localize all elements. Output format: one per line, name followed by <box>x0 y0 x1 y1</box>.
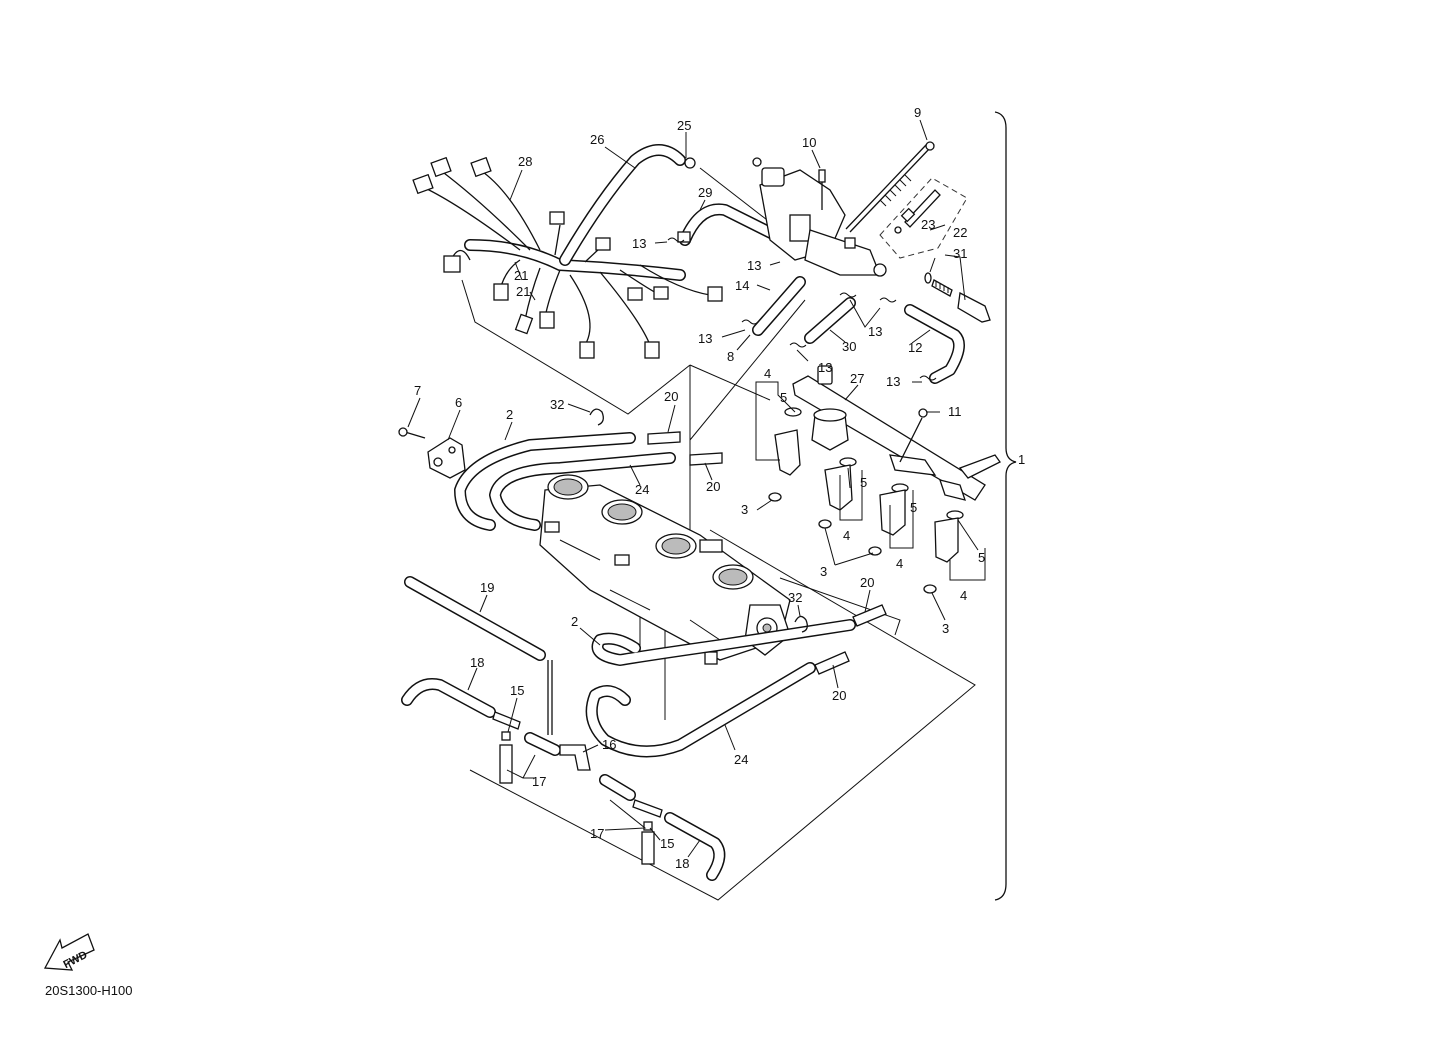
screw-9 <box>845 141 935 233</box>
callout-23: 23 <box>921 217 935 232</box>
callout-14: 14 <box>735 278 749 293</box>
callout-10: 10 <box>802 135 816 150</box>
leader-lines <box>407 119 986 858</box>
callout-5: 5 <box>860 475 867 490</box>
screw-23 <box>894 189 941 234</box>
callout-5: 5 <box>780 390 787 405</box>
callout-13: 13 <box>818 360 832 375</box>
callout-3: 3 <box>741 502 748 517</box>
injectors <box>768 407 964 594</box>
callout-15: 15 <box>510 683 524 698</box>
callout-20: 20 <box>860 575 874 590</box>
fwd-arrow-icon: FWD <box>43 933 95 971</box>
callout-5: 5 <box>910 500 917 515</box>
pipe-14 <box>752 276 806 336</box>
callout-18: 18 <box>675 856 689 871</box>
callout-15: 15 <box>660 836 674 851</box>
callout-13: 13 <box>747 258 761 273</box>
hose-29 <box>677 203 781 246</box>
callout-19: 19 <box>480 580 494 595</box>
callout-4: 4 <box>960 588 967 603</box>
callout-25: 25 <box>677 118 691 133</box>
assembly-bracket <box>994 111 1017 901</box>
callout-18: 18 <box>470 655 484 670</box>
hose-24-upper <box>489 452 676 531</box>
hose-2-lower <box>591 619 856 666</box>
callout-20: 20 <box>706 479 720 494</box>
callout-13: 13 <box>868 324 882 339</box>
callout-31: 31 <box>953 246 967 261</box>
callout-13: 13 <box>698 331 712 346</box>
callout-labels: 1 2 2 3 3 3 4 4 4 4 5 5 5 5 6 7 8 9 10 1… <box>414 105 1025 871</box>
callout-2: 2 <box>571 614 578 629</box>
fittings-20 <box>647 431 887 675</box>
callout-9: 9 <box>914 105 921 120</box>
screw-7 <box>398 427 426 439</box>
callout-17: 17 <box>590 826 604 841</box>
pipe-30 <box>804 297 856 344</box>
hose-18-lower <box>664 812 726 881</box>
pipe-12 <box>904 304 965 384</box>
callout-3: 3 <box>942 621 949 636</box>
clips-32 <box>589 408 808 633</box>
callout-20: 20 <box>832 688 846 703</box>
throttle-position-sensor <box>427 437 466 479</box>
callout-32: 32 <box>550 397 564 412</box>
callout-13: 13 <box>632 236 646 251</box>
fuel-rail <box>792 365 1001 501</box>
screw-31 <box>924 272 991 323</box>
callout-8: 8 <box>727 349 734 364</box>
group-frame-lines <box>461 177 976 901</box>
callout-32: 32 <box>788 590 802 605</box>
callout-4: 4 <box>896 556 903 571</box>
throttle-bodies <box>539 474 791 665</box>
hose-24-lower <box>585 662 816 758</box>
hose-19 <box>404 576 553 735</box>
callout-30: 30 <box>842 339 856 354</box>
callout-3: 3 <box>820 564 827 579</box>
callout-24: 24 <box>734 752 748 767</box>
callout-26: 26 <box>590 132 604 147</box>
callout-20: 20 <box>664 389 678 404</box>
screw-10 <box>818 169 826 210</box>
callout-21: 21 <box>516 284 530 299</box>
callout-11: 11 <box>948 404 962 419</box>
callout-24: 24 <box>635 482 649 497</box>
callout-4: 4 <box>764 366 771 381</box>
callout-22: 22 <box>953 225 967 240</box>
callout-2: 2 <box>506 407 513 422</box>
callout-17: 17 <box>532 774 546 789</box>
diagram-code: 20S1300-H100 <box>45 983 133 998</box>
callout-12: 12 <box>908 340 922 355</box>
wire-harness <box>412 156 723 359</box>
callout-6: 6 <box>455 395 462 410</box>
callout-28: 28 <box>518 154 532 169</box>
callout-21: 21 <box>514 268 528 283</box>
hose-2-upper <box>454 432 636 531</box>
callout-5: 5 <box>978 550 985 565</box>
hose-clips <box>667 237 937 381</box>
callout-13: 13 <box>886 374 900 389</box>
callout-29: 29 <box>698 185 712 200</box>
callout-4: 4 <box>843 528 850 543</box>
callout-7: 7 <box>414 383 421 398</box>
sensor-block <box>752 157 887 277</box>
callout-16: 16 <box>602 737 616 752</box>
joints-15-16-17 <box>492 711 663 865</box>
callout-27: 27 <box>850 371 864 386</box>
hose-18-upper <box>401 678 496 718</box>
callout-1: 1 <box>1018 452 1025 467</box>
